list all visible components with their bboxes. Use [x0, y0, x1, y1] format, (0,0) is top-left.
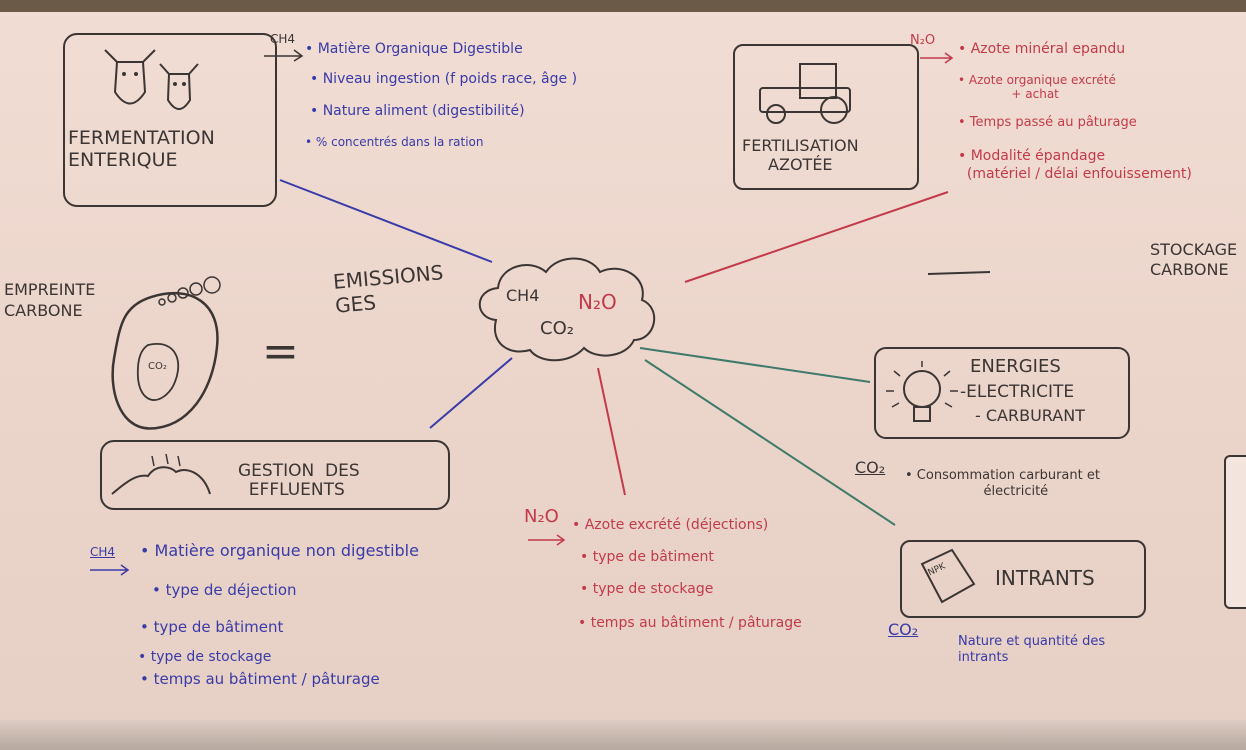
cow-heads-icon: [104, 49, 199, 110]
manure-pile-icon: [111, 453, 211, 495]
line-fertilisation: [684, 191, 949, 283]
tractor-icon: [759, 63, 851, 124]
effluents-item-4: • type de stockage: [138, 649, 272, 665]
fertilisation-item-3: • Temps passé au pâturage: [958, 115, 1137, 130]
fertilisation-title: FERTILISATION AZOTÉE: [742, 136, 859, 175]
effluents-title: GESTION DES EFFLUENTS: [238, 461, 360, 500]
fermentation-box: [63, 33, 277, 207]
line-effluents: [429, 357, 513, 429]
energies-item-1: -ELECTRICITE: [960, 382, 1075, 402]
cloud-co2: CO₂: [540, 318, 574, 339]
line-stockage-dash: [927, 271, 991, 275]
arrow-icon: [528, 534, 566, 546]
intrants-gas: CO₂: [888, 620, 919, 639]
fermentation-item-1: • Matière Organique Digestible: [305, 41, 523, 57]
n2o-center-item-1: • Azote excrété (déjections): [572, 517, 769, 533]
fermentation-title: FERMENTATION ENTERIQUE: [68, 127, 215, 171]
emissions-title: EMISSIONS GES: [332, 260, 445, 318]
energies-box: [874, 347, 1130, 439]
n2o-center-gas: N₂O: [524, 506, 559, 527]
fermentation-gas: CH4: [270, 32, 296, 46]
energies-note: • Consommation carburant et électricité: [905, 468, 1100, 499]
fermentation-item-4: • % concentrés dans la ration: [305, 135, 484, 149]
effluents-item-3: • type de bâtiment: [140, 618, 284, 636]
light-bulb-icon: [886, 361, 958, 422]
arrow-icon: [90, 564, 130, 576]
energies-gas: CO₂: [855, 458, 886, 477]
effluents-item-1: • Matière organique non digestible: [140, 541, 419, 560]
fertilisation-box: [733, 44, 919, 190]
intrants-title: INTRANTS: [995, 566, 1095, 590]
effluents-box: [100, 440, 450, 510]
fertilisation-gas: N₂O: [910, 33, 936, 48]
energies-title: ENERGIES: [970, 356, 1061, 377]
footprint-icon: [111, 276, 221, 430]
fermentation-item-2: • Niveau ingestion (f poids race, âge ): [310, 71, 578, 87]
fertilisation-item-1: • Azote minéral epandu: [958, 41, 1126, 57]
line-intrants: [644, 359, 896, 526]
arrow-icon: [264, 49, 304, 62]
fertilisation-item-2: • Azote organique excrété + achat: [958, 73, 1116, 101]
stockage-title: STOCKAGE CARBONE: [1150, 240, 1238, 279]
footprint-co2-label: CO₂: [148, 361, 167, 372]
n2o-center-item-4: • temps au bâtiment / pâturage: [578, 615, 802, 631]
line-energies: [639, 347, 871, 383]
n2o-center-item-2: • type de bâtiment: [580, 549, 714, 565]
fermentation-item-3: • Nature aliment (digestibilité): [310, 103, 525, 119]
line-n2o-center: [597, 367, 626, 496]
cloud-ch4: CH4: [506, 286, 540, 305]
effluents-item-5: • temps au bâtiment / pâturage: [140, 670, 380, 688]
arrow-icon: [920, 52, 954, 64]
fertilizer-bag-icon: [920, 548, 976, 604]
n2o-center-item-3: • type de stockage: [580, 581, 714, 597]
line-fermentation: [279, 179, 493, 263]
partial-card-right-edge: [1224, 455, 1246, 609]
effluents-item-2: • type de déjection: [152, 581, 297, 599]
cloud-icon: [478, 257, 656, 362]
intrants-box: [900, 540, 1146, 618]
footprint-title: EMPREINTE CARBONE: [4, 280, 96, 320]
effluents-gas: CH4: [90, 545, 116, 559]
intrants-note: Nature et quantité des intrants: [958, 634, 1106, 665]
cloud-n2o: N₂O: [578, 290, 617, 314]
fertilisation-item-4: • Modalité épandage (matériel / délai en…: [958, 148, 1192, 182]
energies-item-2: - CARBURANT: [975, 406, 1085, 425]
equals-sign: =: [262, 326, 299, 377]
